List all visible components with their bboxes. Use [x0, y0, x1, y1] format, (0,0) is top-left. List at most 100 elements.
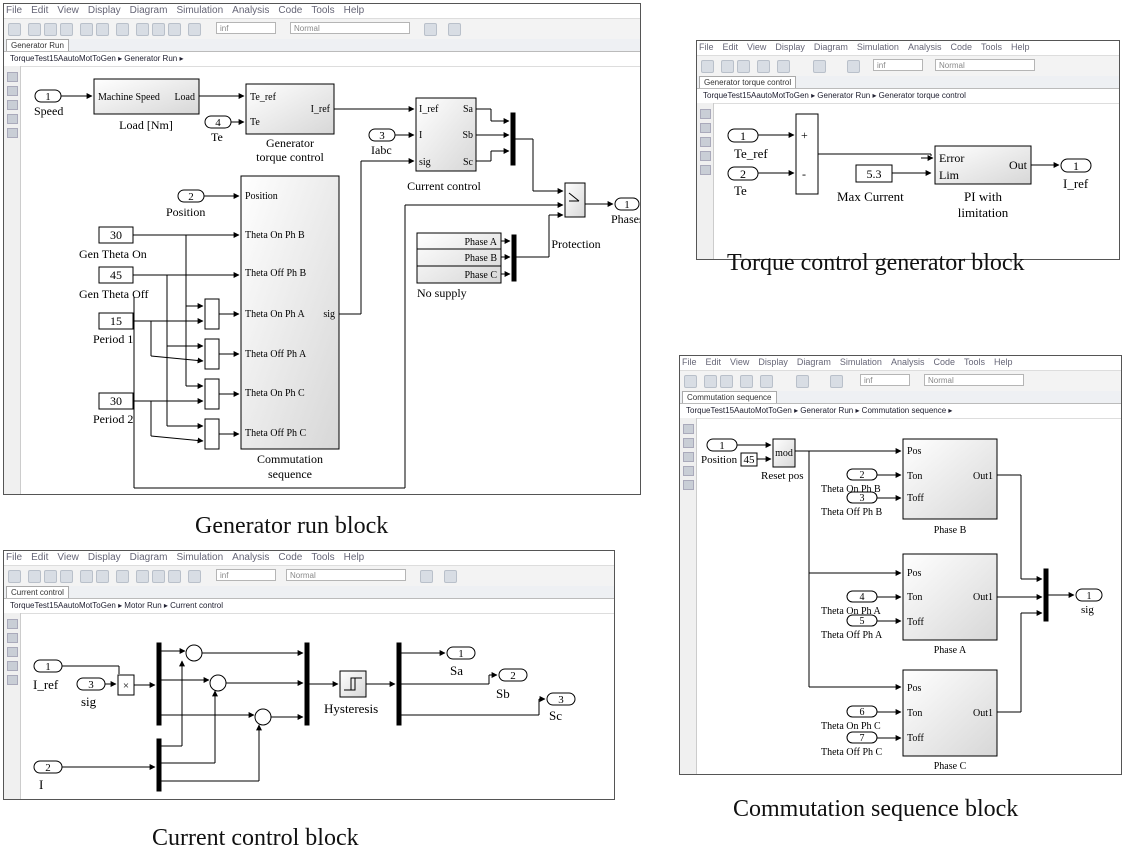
menu-simulation[interactable]: Simulation [176, 5, 224, 16]
tab-generator-run[interactable]: Generator Run [6, 39, 69, 51]
image-icon[interactable] [7, 661, 18, 671]
image-icon[interactable] [700, 151, 711, 161]
menu-code[interactable]: Code [950, 42, 972, 52]
step-back-icon[interactable] [136, 23, 149, 36]
library-icon[interactable] [80, 570, 93, 583]
sim-mode-select[interactable]: Normal [290, 22, 410, 34]
menu-simulation[interactable]: Simulation [856, 42, 899, 52]
record-icon[interactable] [116, 570, 129, 583]
sum-theta-off-a[interactable] [204, 338, 220, 370]
new-model-icon[interactable] [701, 60, 714, 73]
menu-diagram[interactable]: Diagram [813, 42, 848, 52]
mux-phases[interactable] [511, 234, 517, 282]
annotation-icon[interactable] [7, 128, 18, 138]
menu-edit[interactable]: Edit [722, 42, 739, 52]
settings-icon[interactable] [777, 60, 790, 73]
settings-icon[interactable] [760, 375, 773, 388]
run-icon[interactable] [813, 60, 826, 73]
menu-view[interactable]: View [57, 5, 79, 16]
step-forward-icon[interactable] [168, 570, 181, 583]
settings-icon[interactable] [96, 570, 109, 583]
menu-display[interactable]: Display [758, 357, 788, 367]
menu-tools[interactable]: Tools [311, 5, 335, 16]
menu-help[interactable]: Help [343, 552, 365, 563]
tab-generator-torque-control[interactable]: Generator torque control [699, 76, 797, 88]
new-model-icon[interactable] [8, 23, 21, 36]
stop-time-field[interactable]: inf [860, 374, 910, 386]
menu-tools[interactable]: Tools [311, 552, 335, 563]
menu-help[interactable]: Help [994, 357, 1013, 367]
menu-display[interactable]: Display [775, 42, 805, 52]
image-icon[interactable] [7, 114, 18, 124]
forward-icon[interactable] [720, 375, 733, 388]
outport-sig[interactable] [1075, 588, 1103, 602]
back-icon[interactable] [28, 570, 41, 583]
menu-file[interactable]: File [699, 42, 714, 52]
zoom-icon[interactable] [7, 619, 18, 629]
stop-icon[interactable] [847, 60, 860, 73]
menu-code[interactable]: Code [933, 357, 955, 367]
menu-edit[interactable]: Edit [31, 5, 49, 16]
fit-view-icon[interactable] [700, 123, 711, 133]
back-icon[interactable] [721, 60, 734, 73]
annotation-icon[interactable] [683, 480, 694, 490]
stop-icon[interactable] [830, 375, 843, 388]
debug-icon[interactable] [444, 570, 457, 583]
run-icon[interactable] [152, 570, 165, 583]
back-icon[interactable] [28, 23, 41, 36]
fit-view-icon[interactable] [7, 86, 18, 96]
mux-cc[interactable] [510, 112, 516, 166]
menu-simulation[interactable]: Simulation [176, 552, 224, 563]
menu-analysis[interactable]: Analysis [232, 552, 270, 563]
back-icon[interactable] [704, 375, 717, 388]
sim-mode-select[interactable]: Normal [935, 59, 1035, 71]
arrow-icon[interactable] [7, 647, 18, 657]
zoom-icon[interactable] [700, 109, 711, 119]
arrow-icon[interactable] [700, 137, 711, 147]
tab-commutation-sequence[interactable]: Commutation sequence [682, 391, 777, 403]
demux-iref[interactable] [156, 642, 162, 726]
menu-view[interactable]: View [57, 552, 79, 563]
menu-help[interactable]: Help [1011, 42, 1030, 52]
load-block[interactable] [93, 78, 200, 115]
menu-diagram[interactable]: Diagram [796, 357, 831, 367]
breadcrumb[interactable]: TorqueTest15AautoMotToGen ▸ Generator Ru… [697, 89, 1119, 104]
sum-b[interactable] [209, 674, 227, 692]
annotation-icon[interactable] [700, 165, 711, 175]
sim-mode-select[interactable]: Normal [286, 569, 406, 581]
new-model-icon[interactable] [8, 570, 21, 583]
breadcrumb[interactable]: TorqueTest15AautoMotToGen ▸ Generator Ru… [4, 52, 640, 67]
fit-view-icon[interactable] [683, 438, 694, 448]
phase-a-block[interactable] [902, 553, 998, 641]
zoom-icon[interactable] [7, 72, 18, 82]
menu-tools[interactable]: Tools [980, 42, 1002, 52]
up-icon[interactable] [60, 23, 73, 36]
sum-theta-on-a[interactable] [204, 298, 220, 330]
mux-error[interactable] [304, 642, 310, 726]
outport-iref[interactable] [1060, 158, 1092, 173]
menu-view[interactable]: View [730, 357, 750, 367]
arrow-icon[interactable] [683, 452, 694, 462]
breadcrumb[interactable]: TorqueTest15AautoMotToGen ▸ Generator Ru… [680, 404, 1121, 419]
breadcrumb[interactable]: TorqueTest15AautoMotToGen ▸ Motor Run ▸ … [4, 599, 614, 614]
commutation-sequence-block[interactable] [240, 175, 340, 450]
stop-time-field[interactable]: inf [216, 569, 276, 581]
arrow-icon[interactable] [7, 100, 18, 110]
menu-diagram[interactable]: Diagram [129, 552, 168, 563]
menu-code[interactable]: Code [278, 5, 303, 16]
library-icon[interactable] [757, 60, 770, 73]
sum-a[interactable] [185, 644, 203, 662]
forward-icon[interactable] [44, 23, 57, 36]
menu-help[interactable]: Help [343, 5, 365, 16]
sim-mode-select[interactable]: Normal [924, 374, 1024, 386]
demux-i[interactable] [156, 738, 162, 792]
settings-icon[interactable] [96, 23, 109, 36]
outport-sc[interactable] [546, 692, 576, 706]
pi-with-limitation-block[interactable] [934, 145, 1032, 185]
current-control-block[interactable] [415, 97, 477, 172]
phase-b-block[interactable] [902, 438, 998, 520]
menu-file[interactable]: File [682, 357, 697, 367]
mux-sig[interactable] [1043, 568, 1049, 622]
stop-time-field[interactable]: inf [873, 59, 923, 71]
phase-c-block[interactable] [902, 669, 998, 757]
